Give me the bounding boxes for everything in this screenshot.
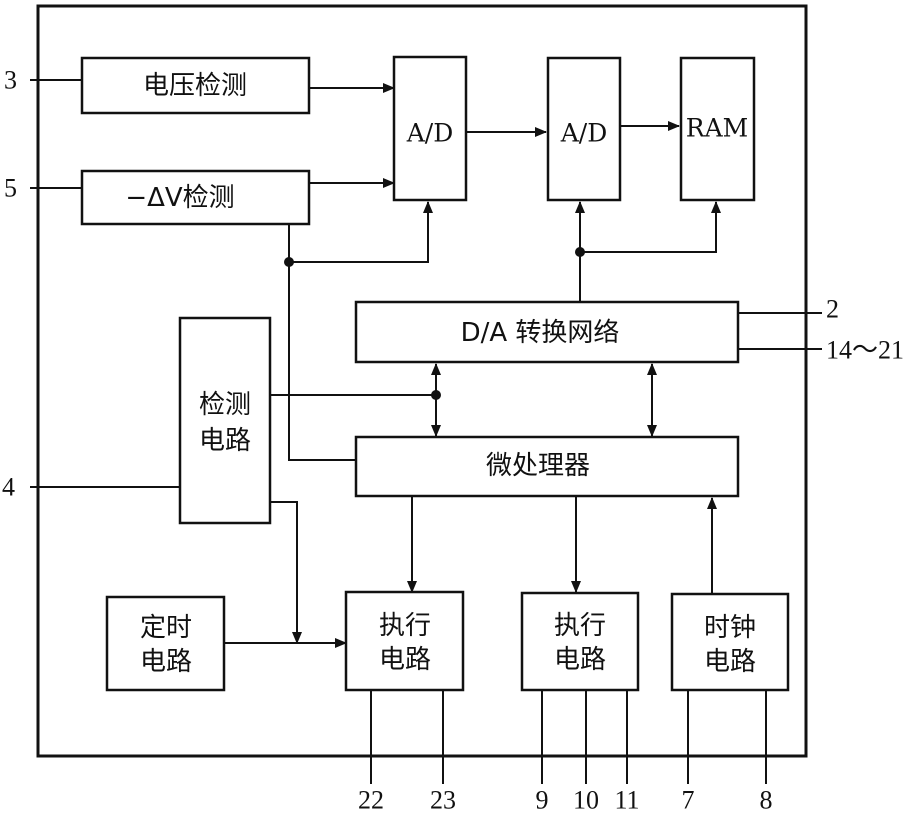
exec-circuit-2-label-2: 电路 xyxy=(554,645,606,675)
dac-network-label: D/A 转换网络 xyxy=(461,318,620,348)
detect-circuit-block: 检测 电路 xyxy=(178,316,272,525)
wire-tap-to-adc1 xyxy=(289,201,433,263)
adc-1-block: A/D xyxy=(392,55,468,202)
pin-label-4: 4 xyxy=(2,473,15,502)
pin-label-23: 23 xyxy=(430,786,456,815)
junction-deltav xyxy=(284,257,294,267)
adc-2-label: A/D xyxy=(560,119,608,148)
voltage-detect-label: 电压检测 xyxy=(143,71,247,101)
exec-circuit-2-label-1: 执行 xyxy=(554,611,606,641)
exec-circuit-2-block: 执行 电路 xyxy=(520,591,640,692)
detect-circuit-label-1: 检测 xyxy=(199,390,251,420)
clock-circuit-block: 时钟 电路 xyxy=(670,592,790,692)
timer-circuit-block: 定时 电路 xyxy=(105,595,226,692)
adc-2-block: A/D xyxy=(546,56,622,202)
dac-network-block: D/A 转换网络 xyxy=(354,300,740,364)
wire-dac-to-ram xyxy=(580,201,721,253)
junction-dac xyxy=(575,247,585,257)
delta-v-detect-block: −ΔV检测 xyxy=(80,169,311,226)
ram-block: RAM xyxy=(679,56,756,202)
delta-v-detect-label: −ΔV检测 xyxy=(125,183,234,213)
microprocessor-block: 微处理器 xyxy=(354,435,740,498)
chip-outline xyxy=(36,4,808,758)
adc-1-label: A/D xyxy=(406,119,454,148)
timer-circuit-label-1: 定时 xyxy=(140,613,192,643)
detect-circuit-label-2: 电路 xyxy=(199,426,251,456)
pin-label-3: 3 xyxy=(4,66,17,95)
exec-circuit-1-label-2: 电路 xyxy=(379,645,431,675)
pin-label-22: 22 xyxy=(358,786,384,815)
wire-detect-to-exec1 xyxy=(270,501,298,643)
wire-deltav-tap xyxy=(288,224,356,461)
pin-label-14-21: 14～21 xyxy=(826,336,904,365)
microprocessor-label: 微处理器 xyxy=(486,451,590,481)
clock-circuit-label-2: 电路 xyxy=(704,647,756,677)
pin-label-10: 10 xyxy=(573,786,599,815)
pin-label-2: 2 xyxy=(826,295,839,324)
ram-label: RAM xyxy=(686,114,748,143)
voltage-detect-block: 电压检测 xyxy=(80,56,311,115)
exec-circuit-1-block: 执行 电路 xyxy=(344,590,465,692)
pin-label-5: 5 xyxy=(4,174,17,203)
pin-label-8: 8 xyxy=(760,786,773,815)
clock-circuit-label-1: 时钟 xyxy=(704,613,756,643)
junction-bus xyxy=(431,390,441,400)
exec-circuit-1-label-1: 执行 xyxy=(379,611,431,641)
timer-circuit-label-2: 电路 xyxy=(140,647,192,677)
pin-label-7: 7 xyxy=(682,786,695,815)
pin-label-11: 11 xyxy=(614,786,639,815)
pin-label-9: 9 xyxy=(536,786,549,815)
